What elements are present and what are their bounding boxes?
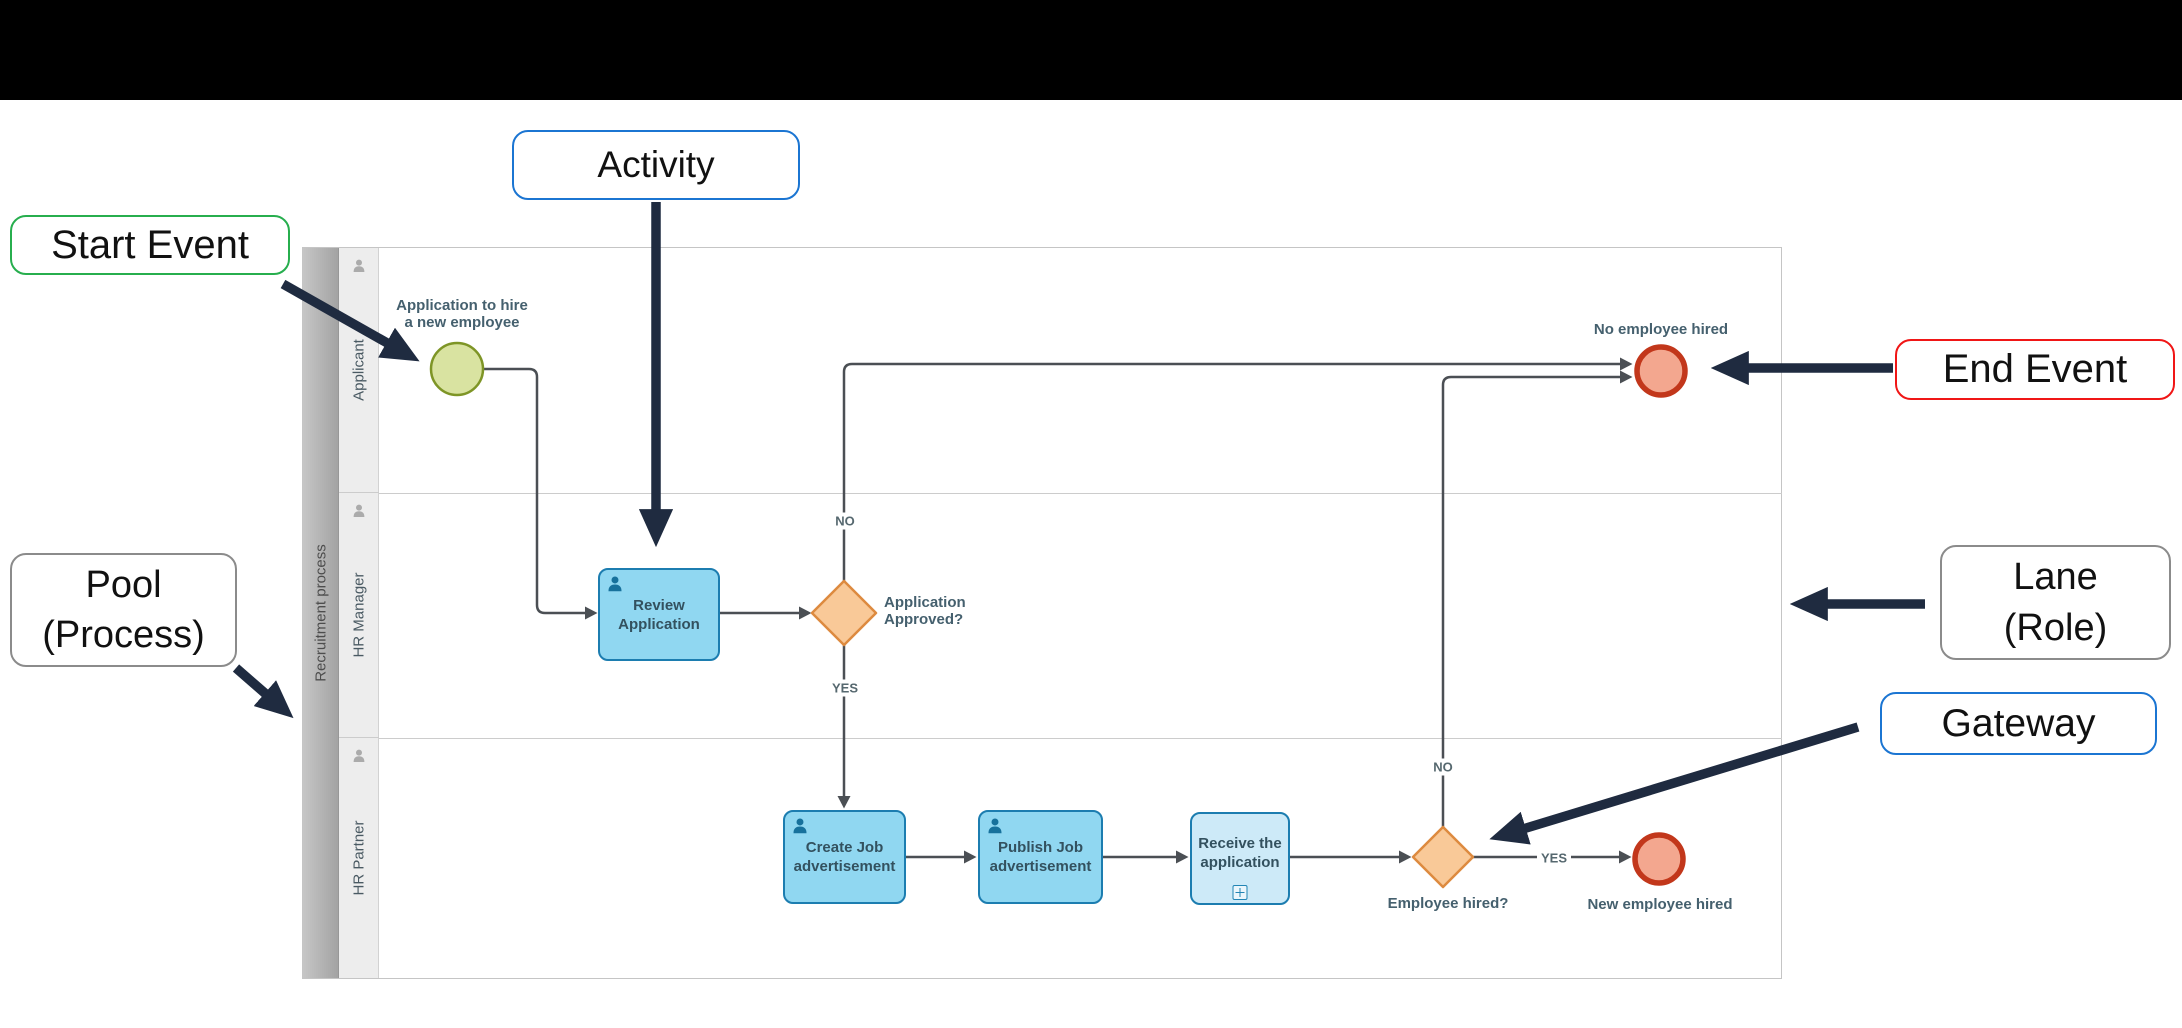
arrow-start-event-callout xyxy=(280,279,420,362)
arrow-pool-callout xyxy=(232,664,294,719)
end-event-no-employee-hired-circle xyxy=(1634,344,1688,398)
pool-header: Recruitment process xyxy=(303,248,339,978)
top-black-bar xyxy=(0,0,2182,100)
callout-end-event: End Event xyxy=(1895,339,2175,400)
start-event-circle xyxy=(429,341,485,397)
callout-start-event: Start Event xyxy=(10,215,290,275)
lane-header-strip: Applicant HR Manager HR Partner xyxy=(339,248,379,978)
lane-divider xyxy=(379,493,1782,494)
callout-lane: Lane (Role) xyxy=(1940,545,2171,660)
arrow-gateway-callout xyxy=(1489,722,1860,845)
flow-label-no: NO xyxy=(831,512,859,530)
subprocess-receive-the-application: Receive the application xyxy=(1190,812,1290,905)
end-event2-label: New employee hired xyxy=(1587,896,1733,913)
gateway1-label-line: Application xyxy=(884,594,966,611)
flow-label-no: NO xyxy=(1429,758,1457,776)
lane-divider xyxy=(379,738,1782,739)
task-label-line: Review xyxy=(633,596,685,614)
gateway2-label: Employee hired? xyxy=(1387,895,1509,912)
task-publish-job-advertisement: Publish Job advertisement xyxy=(978,810,1103,904)
callout-activity: Activity xyxy=(512,130,800,200)
gateway1-label: Application Approved? xyxy=(884,594,966,628)
task-label-line: advertisement xyxy=(793,858,896,875)
gateway-employee-hired-diamond xyxy=(1411,825,1475,889)
end-event-new-employee-hired-circle xyxy=(1632,832,1686,886)
start-event-label-line: Application to hire xyxy=(396,297,528,314)
callout-pool-line: Pool xyxy=(85,563,162,606)
task-create-job-advertisement: Create Job advertisement xyxy=(783,810,906,904)
task-label-line: application xyxy=(1200,853,1280,871)
flow-gateway1-no-to-end xyxy=(842,357,1633,581)
flow-start-to-review xyxy=(484,367,598,620)
sequence-flows xyxy=(484,357,1633,864)
gateway1-label-line: Approved? xyxy=(884,611,964,628)
start-event-label-line: a new employee xyxy=(404,314,520,331)
task-label-line: Create Job xyxy=(805,839,884,856)
lane-header-hr-partner: HR Partner xyxy=(339,738,379,978)
flow-label-yes: YES xyxy=(827,679,863,697)
collapsed-subprocess-plus-icon xyxy=(1232,885,1248,900)
task-label-line: Receive the xyxy=(1198,834,1282,852)
flow-gateway2-no-to-end xyxy=(1441,370,1633,827)
lane-header-applicant: Applicant xyxy=(339,248,379,493)
callout-lane-line: (Role) xyxy=(2003,606,2108,649)
callout-pool-line: (Process) xyxy=(42,614,205,656)
flow-label-yes: YES xyxy=(1536,849,1572,867)
end-event1-label: No employee hired xyxy=(1593,321,1729,338)
task-label-line: advertisement xyxy=(989,858,1092,875)
start-event-label: Application to hire a new employee xyxy=(377,297,547,331)
callout-pool: Pool (Process) xyxy=(10,553,237,667)
annotation-arrows xyxy=(232,202,1925,845)
lane-header-hr-manager: HR Manager xyxy=(339,493,379,738)
gateway-application-approved-diamond xyxy=(810,579,878,647)
callout-gateway: Gateway xyxy=(1880,692,2157,755)
task-review-application: Review Application xyxy=(598,568,720,661)
task-label-line: Publish Job xyxy=(997,839,1083,856)
task-label-line: Application xyxy=(618,615,700,633)
callout-lane-line: Lane xyxy=(2013,556,2098,599)
